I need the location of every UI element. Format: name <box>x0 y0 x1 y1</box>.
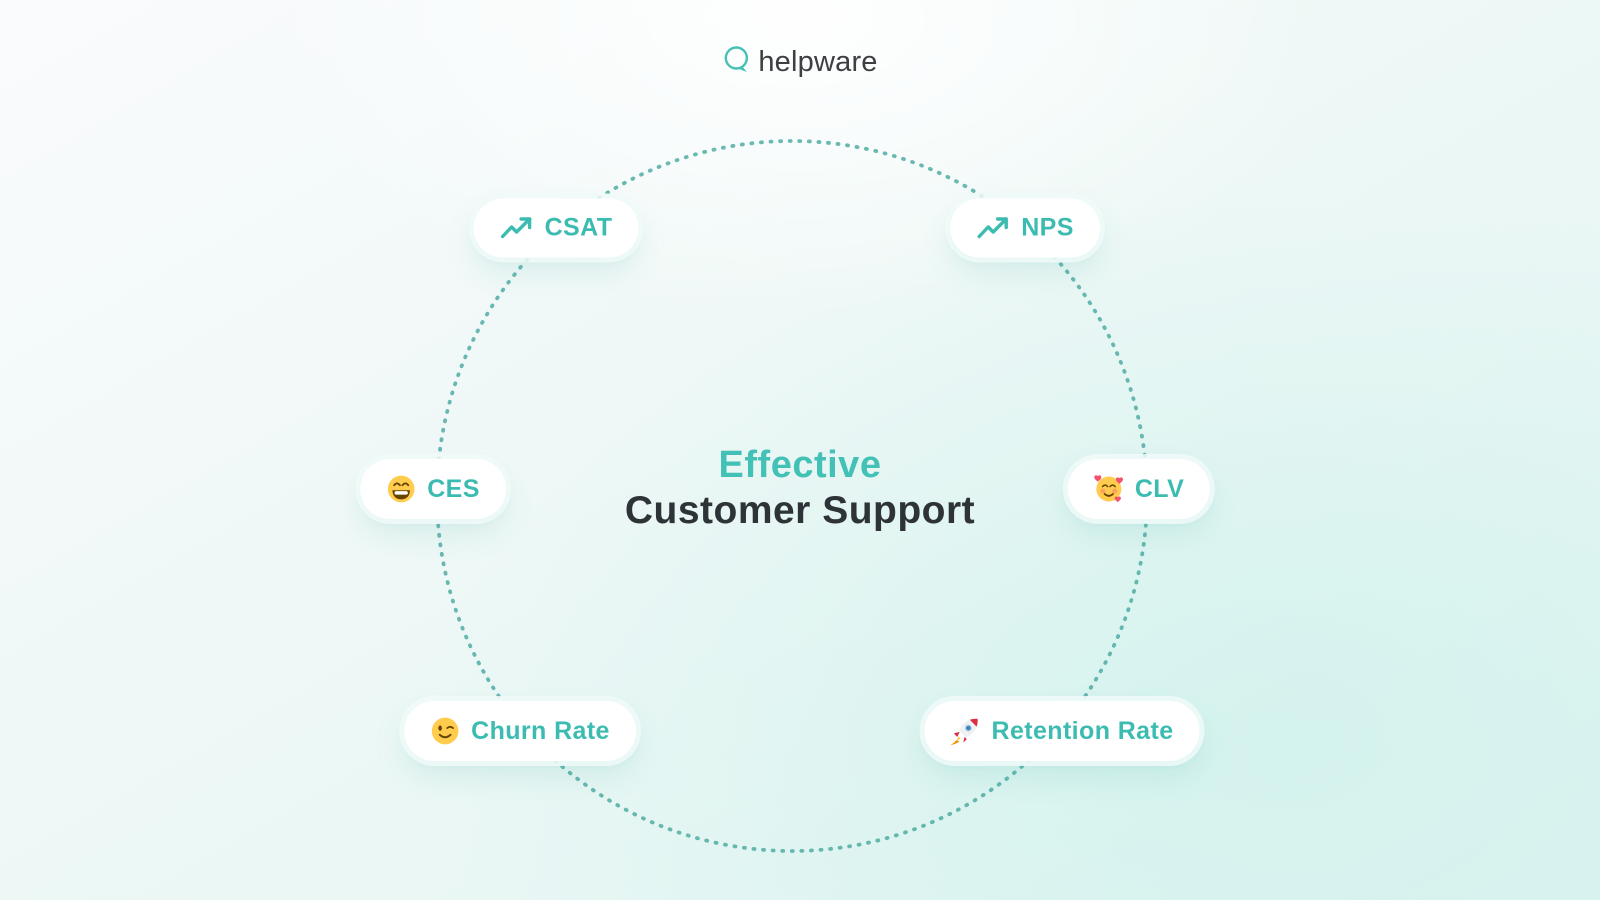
metric-pill-ces: CES <box>360 459 506 519</box>
metric-pill-retention-rate: Retention Rate <box>924 701 1200 761</box>
metric-pill-csat: CSAT <box>473 198 639 258</box>
laughing-emoji-icon <box>386 474 416 504</box>
trend-up-icon <box>976 215 1010 241</box>
brand-name: helpware <box>758 46 878 78</box>
metric-label: Retention Rate <box>991 716 1174 745</box>
metric-label: CSAT <box>544 213 613 242</box>
rocket-emoji-icon <box>950 716 980 746</box>
metric-label: CES <box>427 474 480 503</box>
smiling-hearts-emoji-icon <box>1094 474 1124 504</box>
center-title: Effective Customer Support <box>625 443 975 533</box>
title-line1: Effective <box>718 444 882 486</box>
metric-label: NPS <box>1021 213 1074 242</box>
metric-label: Churn Rate <box>471 716 610 745</box>
metric-pill-clv: CLV <box>1067 459 1211 519</box>
metric-pill-nps: NPS <box>950 198 1100 258</box>
metric-label: CLV <box>1134 474 1185 503</box>
speech-bubble-icon <box>722 44 752 81</box>
brand-logo: helpware <box>722 44 877 81</box>
winking-emoji-icon <box>430 716 460 746</box>
metric-pill-churn-rate: Churn Rate <box>404 701 636 761</box>
title-line2: Customer Support <box>624 489 976 532</box>
trend-up-icon <box>500 215 534 241</box>
